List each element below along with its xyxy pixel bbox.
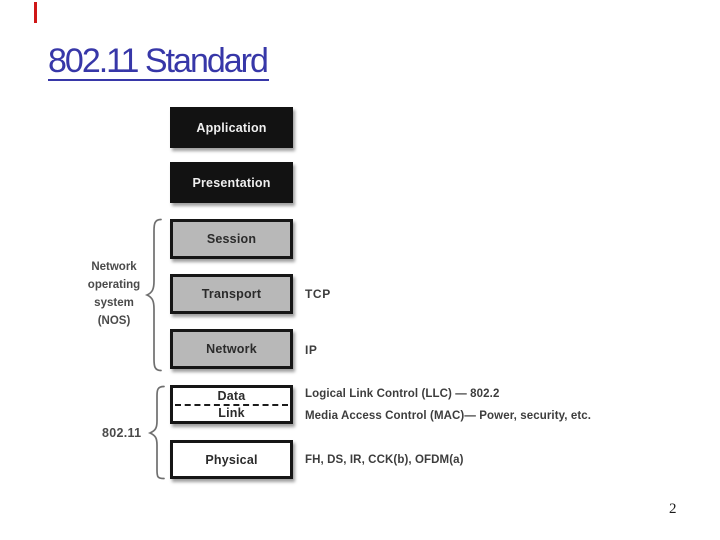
red-marker [34, 2, 37, 23]
annotation-ip: IP [305, 343, 318, 357]
nos-label-line3: system [94, 297, 134, 309]
annotation-tcp: TCP [305, 287, 331, 301]
annotation-mac: Media Access Control (MAC)— Power, secur… [305, 410, 592, 422]
ieee80211-group-label: 802.11 [102, 426, 142, 440]
layer-network: Network [170, 329, 293, 369]
layer-application: Application [170, 107, 293, 148]
layer-application-label: Application [196, 120, 267, 135]
ieee80211-group-brace [147, 385, 165, 480]
annotation-llc: Logical Link Control (LLC) — 802.2 [305, 388, 500, 400]
nos-label-line1: Network [91, 261, 137, 273]
annotation-phy-technologies: FH, DS, IR, CCK(b), OFDM(a) [305, 454, 464, 466]
slide-title: 802.11 Standard [48, 42, 269, 81]
layer-network-label: Network [206, 342, 257, 356]
layer-physical: Physical [170, 440, 293, 479]
page-number: 2 [669, 501, 677, 517]
layer-physical-label: Physical [205, 452, 258, 467]
layer-data-link-top-label: Data [217, 389, 246, 404]
layer-presentation-label: Presentation [192, 175, 271, 190]
nos-label-line2: operating [87, 279, 141, 291]
layer-presentation: Presentation [170, 162, 293, 203]
nos-label-line4: (NOS) [97, 315, 131, 327]
layer-session-label: Session [206, 232, 257, 246]
layer-data-link: Data Link [170, 385, 293, 424]
layer-transport-label: Transport [201, 287, 262, 301]
layer-transport: Transport [170, 274, 293, 314]
nos-group-label: Network operating system (NOS) [76, 258, 152, 330]
layer-session: Session [170, 219, 293, 259]
layer-data-link-bottom-label: Link [218, 405, 245, 420]
nos-group-brace [144, 218, 162, 372]
data-link-dashed-divider [174, 403, 289, 406]
